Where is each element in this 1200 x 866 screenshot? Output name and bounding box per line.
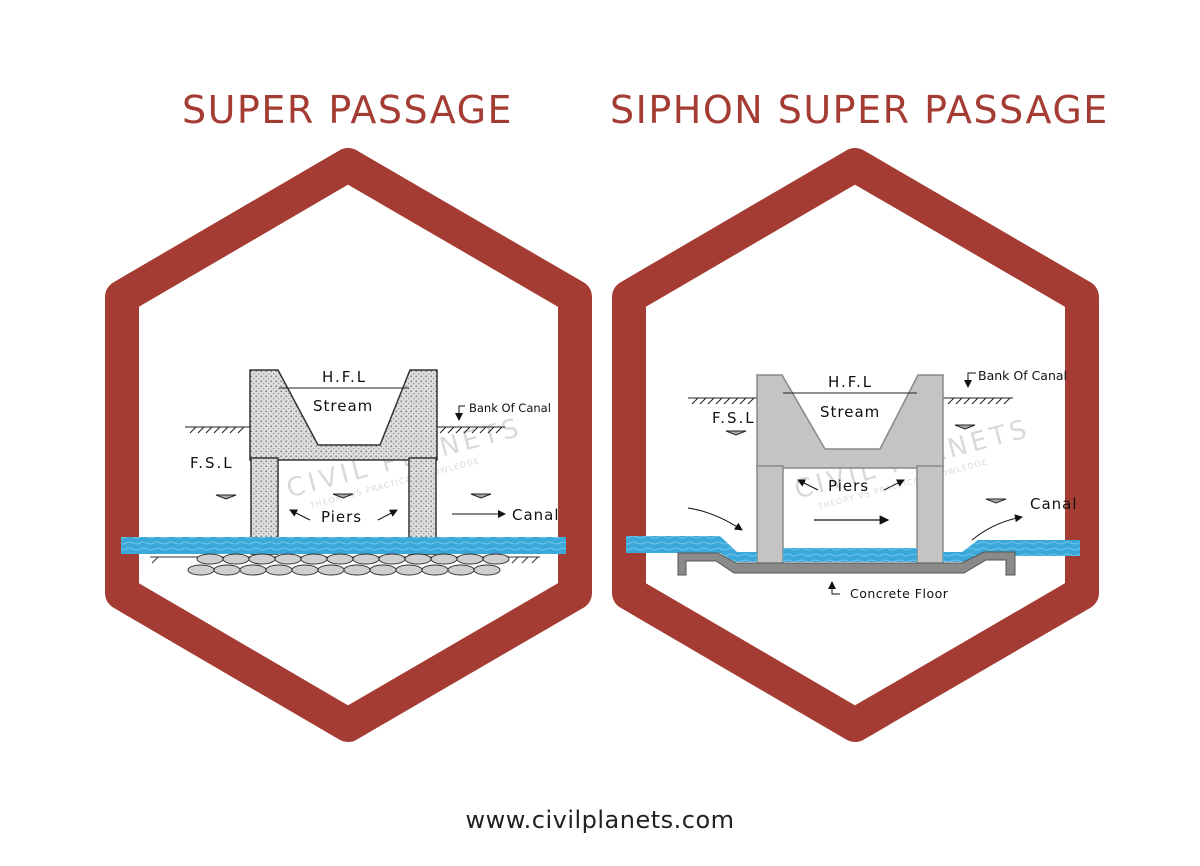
canal-water-siphon — [626, 536, 757, 562]
canal-bank-hatch-right — [688, 397, 1013, 405]
stream-trough — [249, 369, 438, 461]
floor-pointer — [828, 581, 840, 595]
canal-label-right: Canal — [1030, 495, 1078, 513]
piers-arrow-left — [289, 509, 311, 521]
stream-label-left: Stream — [313, 397, 373, 415]
stream-trough-siphon — [756, 374, 944, 469]
bank-label-right: Bank Of Canal — [978, 368, 1067, 383]
inflow-arrow — [687, 507, 743, 531]
title-siphon-super-passage: SIPHON SUPER PASSAGE — [610, 88, 1109, 132]
stream-label-right: Stream — [820, 403, 880, 421]
pier-right-siphon — [916, 465, 944, 565]
pier-left-siphon — [756, 465, 784, 565]
piers-arrow-left-siphon — [797, 479, 819, 491]
bank-label-left: Bank Of Canal — [469, 401, 551, 415]
hexagon-frame-left — [105, 148, 592, 742]
piers-label-right: Piers — [828, 477, 869, 495]
piers-label-left: Piers — [321, 508, 362, 526]
canal-bank-hatch-left — [185, 426, 505, 434]
siphon-water-middle — [783, 548, 917, 562]
hexagon-frame-right — [612, 148, 1099, 742]
title-super-passage: SUPER PASSAGE — [182, 88, 514, 132]
piers-arrow-right-siphon — [883, 479, 905, 491]
outflow-arrow — [971, 514, 1023, 541]
hfl-label-left: H.F.L — [322, 368, 367, 386]
siphon-super-passage-diagram: CIVIL PLANETS THEORY VS PRACTICAL KNOWLE… — [626, 368, 1080, 601]
bank-pointer-right — [964, 372, 976, 388]
hfl-label-right: H.F.L — [828, 373, 873, 391]
footer-website: www.civilplanets.com — [465, 806, 735, 834]
fsl-label-right: F.S.L — [712, 409, 756, 427]
water-level-symbol-right — [725, 424, 1007, 504]
bank-pointer-left — [455, 405, 465, 421]
concrete-floor — [677, 551, 1016, 576]
water-level-symbol-left — [215, 493, 492, 500]
canal-label-left: Canal — [512, 506, 560, 524]
piers-arrow-right — [377, 509, 398, 521]
fsl-label-left: F.S.L — [190, 454, 234, 472]
canal-water-left — [121, 537, 566, 554]
super-passage-diagram: CIVIL PLANETS THEORY VS PRACTICAL KNOWLE… — [121, 368, 566, 576]
stone-pitching — [187, 553, 510, 576]
concrete-floor-label: Concrete Floor — [850, 586, 949, 601]
